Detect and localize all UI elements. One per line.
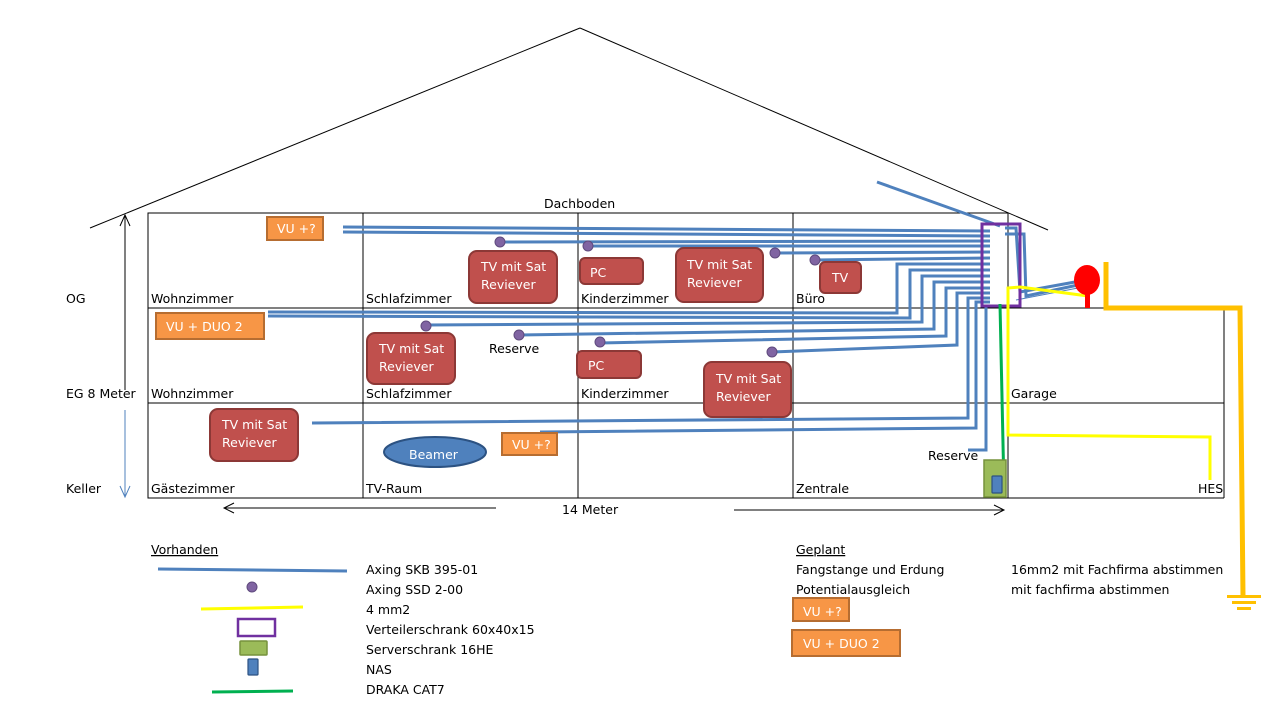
legend-planned-title: Geplant [796, 542, 845, 557]
planned-label-0: Fangstange und Erdung [796, 562, 944, 577]
legend-blue-line [157, 567, 348, 573]
device-eg-wohn-vu: VU + DUO 2 [155, 312, 265, 340]
device-eg-schlaf-tv: TV mit Sat Reviever [366, 332, 456, 385]
svg-text:Reviever: Reviever [687, 275, 742, 290]
svg-text:TV mit Sat: TV mit Sat [480, 259, 546, 274]
socket-og-buero [809, 254, 821, 266]
svg-text:Reviever: Reviever [716, 389, 771, 404]
svg-text:Reviever: Reviever [481, 277, 536, 292]
legend-label-1: Axing SSD 2-00 [366, 582, 463, 597]
planned-box-vu-duo2: VU + DUO 2 [791, 629, 901, 657]
planned-box-vu: VU +? [792, 597, 850, 622]
k-reserve-label: Reserve [928, 448, 979, 463]
device-k-vu: VU +? [501, 432, 558, 456]
svg-text:Beamer: Beamer [409, 447, 459, 462]
room-k-tv-raum: TV-Raum [365, 481, 422, 496]
planned-label-1: Potentialausgleich [796, 582, 910, 597]
svg-text:Reviever: Reviever [222, 435, 277, 450]
svg-text:Reviever: Reviever [379, 359, 434, 374]
room-k-gaestezimmer: Gästezimmer [151, 481, 236, 496]
room-eg-kinderzimmer: Kinderzimmer [581, 386, 669, 401]
svg-text:TV: TV [831, 270, 849, 285]
roof [89, 27, 1049, 231]
legend-existing: Vorhanden Axing SKB 395-01 Axing SSD 2-0… [151, 542, 535, 697]
height-arrow [119, 213, 131, 499]
room-eg-wohnzimmer: Wohnzimmer [151, 386, 234, 401]
room-og-wohnzimmer: Wohnzimmer [151, 291, 234, 306]
device-eg-kinder-pc: PC [576, 350, 642, 379]
legend-label-0: Axing SKB 395-01 [366, 562, 478, 577]
nas-device [991, 475, 1003, 494]
device-k-gaeste-tv: TV mit Sat Reviever [209, 408, 299, 462]
svg-text:VU + DUO 2: VU + DUO 2 [803, 636, 880, 651]
legend-label-5: NAS [366, 662, 392, 677]
socket-eg-reserve [513, 329, 525, 341]
legend-existing-title: Vorhanden [151, 542, 218, 557]
width-label: 14 Meter [562, 502, 619, 517]
floor-label-og: OG [66, 291, 86, 306]
svg-text:TV mit Sat: TV mit Sat [378, 341, 444, 356]
svg-text:TV mit Sat: TV mit Sat [221, 417, 287, 432]
room-eg-garage: Garage [1011, 386, 1057, 401]
svg-text:VU +?: VU +? [803, 604, 842, 619]
dish-mount [1085, 294, 1090, 308]
svg-text:TV mit Sat: TV mit Sat [686, 257, 752, 272]
socket-eg-kinder-tv [766, 346, 778, 358]
legend-label-2: 4 mm2 [366, 602, 410, 617]
room-og-buero: Büro [796, 291, 825, 306]
planned-note-1: mit fachfirma abstimmen [1011, 582, 1169, 597]
legend-label-4: Serverschrank 16HE [366, 642, 494, 657]
legend-green-line [211, 689, 294, 694]
socket-eg-kinder-pc [594, 336, 606, 348]
ground-cable [1006, 285, 1212, 480]
device-eg-kinder-tv: TV mit Sat Reviever [703, 361, 792, 418]
svg-text:PC: PC [590, 265, 607, 280]
legend-label-6: DRAKA CAT7 [366, 682, 445, 697]
earth-conductor [1103, 262, 1246, 597]
device-og-kinder-tv: TV mit Sat Reviever [675, 247, 764, 303]
svg-text:TV mit Sat: TV mit Sat [715, 371, 781, 386]
svg-text:VU + DUO 2: VU + DUO 2 [166, 319, 243, 334]
room-k-zentrale: Zentrale [796, 481, 849, 496]
svg-text:VU +?: VU +? [277, 221, 316, 236]
legend-yellow-line [200, 605, 304, 611]
floor-label-eg: EG 8 Meter [66, 386, 137, 401]
device-og-wohn-vu: VU +? [266, 216, 324, 241]
legend-green-rect [239, 640, 268, 656]
legend-blue-rect [247, 658, 259, 676]
legend-planned: Geplant Fangstange und Erdung Potentiala… [791, 542, 1223, 657]
socket-dots [420, 236, 821, 358]
device-k-beamer: Beamer [383, 436, 487, 468]
room-k-hes: HES [1198, 481, 1223, 496]
eg-reserve-label: Reserve [489, 341, 540, 356]
attic-label: Dachboden [544, 196, 615, 211]
planned-note-0: 16mm2 mit Fachfirma abstimmen [1011, 562, 1223, 577]
device-og-buero-tv: TV [819, 261, 862, 294]
floor-label-keller: Keller [66, 481, 102, 496]
coax-cables [267, 180, 1079, 452]
socket-og-schlaf [494, 236, 506, 248]
device-og-kinder-pc: PC [579, 257, 644, 285]
svg-text:PC: PC [588, 358, 605, 373]
room-og-schlafzimmer: Schlafzimmer [366, 291, 452, 306]
socket-og-kinder-tv [769, 247, 781, 259]
svg-text:VU +?: VU +? [512, 437, 551, 452]
socket-eg-schlaf [420, 320, 432, 332]
width-arrow [222, 502, 1006, 516]
legend-label-3: Verteilerschrank 60x40x15 [366, 622, 535, 637]
earth-ground-icon [1227, 595, 1261, 610]
room-og-kinderzimmer: Kinderzimmer [581, 291, 669, 306]
socket-og-kinder-pc [582, 240, 594, 252]
room-eg-schlafzimmer: Schlafzimmer [366, 386, 452, 401]
device-og-schlaf-tv: TV mit Sat Reviever [468, 250, 558, 304]
sat-dish-icon [1074, 265, 1100, 295]
cat7-cable [998, 303, 1006, 491]
legend-purple-rect [236, 617, 277, 638]
legend-purple-dot [246, 581, 258, 593]
